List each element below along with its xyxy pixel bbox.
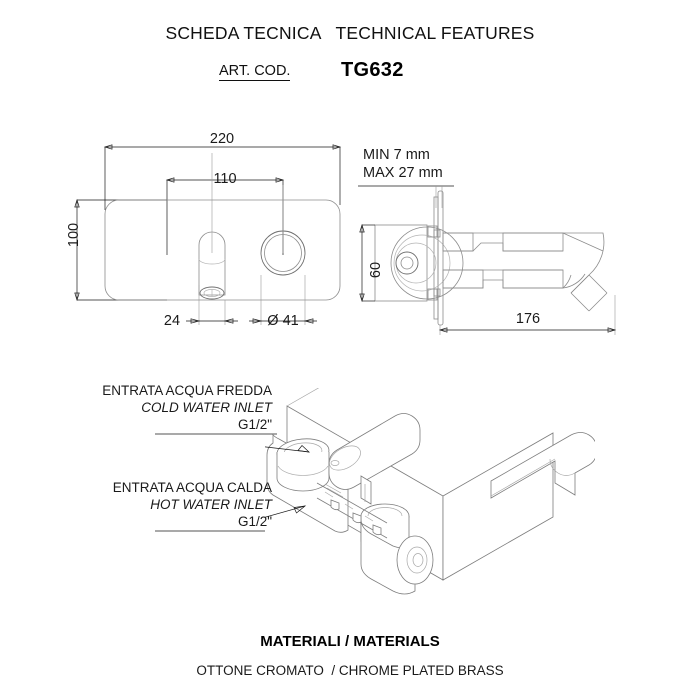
materials-value: OTTONE CROMATO / CHROME PLATED BRASS (196, 663, 504, 678)
cold-inlet-label-en: COLD WATER INLET (141, 400, 272, 415)
wall-thickness-max: MAX 27 mm (363, 165, 443, 181)
front-view-drawing (74, 144, 342, 325)
dim-spout-width: 24 (163, 313, 181, 329)
hot-inlet-label-it: ENTRATA ACQUA CALDA (112, 480, 272, 495)
cold-inlet-thread: G1/2" (237, 417, 272, 432)
hot-inlet-thread: G1/2" (237, 514, 272, 529)
wall-thickness-min: MIN 7 mm (363, 147, 430, 163)
article-code-label: ART. COD. (219, 63, 291, 81)
page-title: SCHEDA TECNICA TECHNICAL FEATURES (165, 23, 535, 43)
dim-plate-width: 220 (209, 131, 235, 147)
dim-plate-height: 100 (66, 222, 82, 248)
article-code-value: TG632 (341, 59, 404, 81)
isometric-view-drawing (265, 388, 595, 595)
materials-title: MATERIALI / MATERIALS (260, 633, 440, 650)
dim-body-height: 60 (368, 261, 384, 279)
hot-inlet-label-en: HOT WATER INLET (150, 497, 272, 512)
dim-handle-diameter: Ø 41 (267, 313, 299, 329)
dim-center-distance: 110 (213, 171, 237, 187)
dim-spout-projection: 176 (515, 311, 541, 327)
leader-lines (155, 433, 277, 532)
cold-inlet-label-it: ENTRATA ACQUA FREDDA (102, 383, 272, 398)
side-view-drawing (358, 185, 617, 335)
